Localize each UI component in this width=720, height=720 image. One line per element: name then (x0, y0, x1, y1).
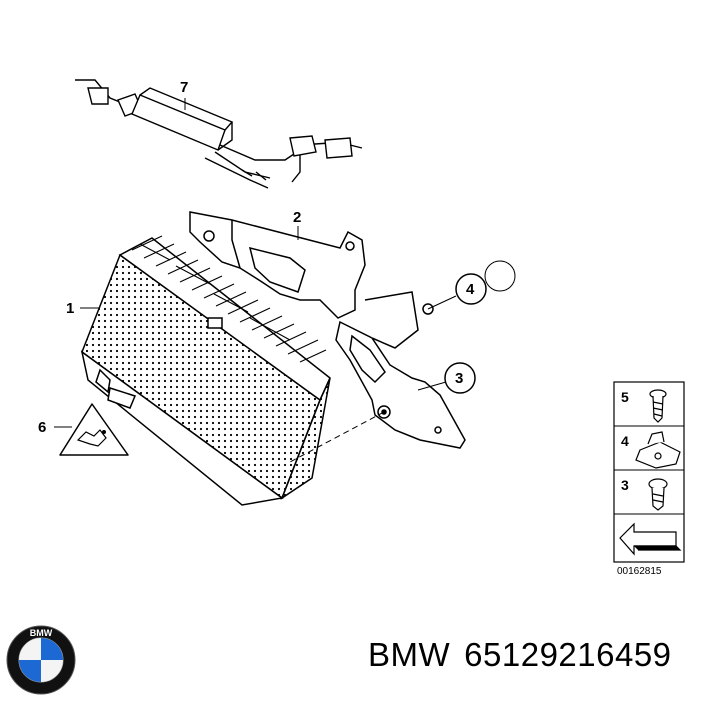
brand-name: BMW (368, 636, 451, 673)
legend-row-4-number: 4 (621, 433, 629, 449)
lower-bracket-part (335, 291, 466, 449)
part-label: BMW 65129216459 (368, 636, 686, 674)
warning-label-part (59, 403, 129, 456)
clip-nut-icon (635, 431, 681, 469)
arrow-icon (619, 522, 682, 556)
callout-4-circle (455, 273, 487, 305)
callout-3-circle (444, 362, 476, 394)
upper-bracket-part (189, 211, 366, 319)
callout-7: 7 (180, 79, 188, 96)
callout-3-leader (417, 381, 447, 391)
callout-2: 2 (293, 209, 301, 226)
fastener-legend: 5 4 3 00162815 (613, 381, 685, 577)
callout-3: 3 (455, 370, 463, 387)
part-number: 65129216459 (464, 636, 672, 673)
callout-4-leader (427, 295, 457, 310)
bmw-logo-icon: BMW (6, 625, 76, 695)
callout-4: 4 (466, 281, 475, 298)
legend-row-5-number: 5 (621, 389, 629, 405)
screw-icon (649, 389, 667, 423)
legend-row-3-number: 3 (621, 477, 629, 493)
callout-1: 1 (66, 300, 74, 317)
logo-text: BMW (30, 628, 53, 638)
callout-6: 6 (38, 419, 46, 436)
nut-outline (484, 260, 516, 292)
bolt-icon (648, 478, 668, 511)
amplifier-unit-part (80, 235, 331, 506)
assembly-dashed-line (289, 411, 385, 463)
wiring-harness-part (75, 79, 363, 189)
drawing-code: 00162815 (617, 566, 662, 577)
